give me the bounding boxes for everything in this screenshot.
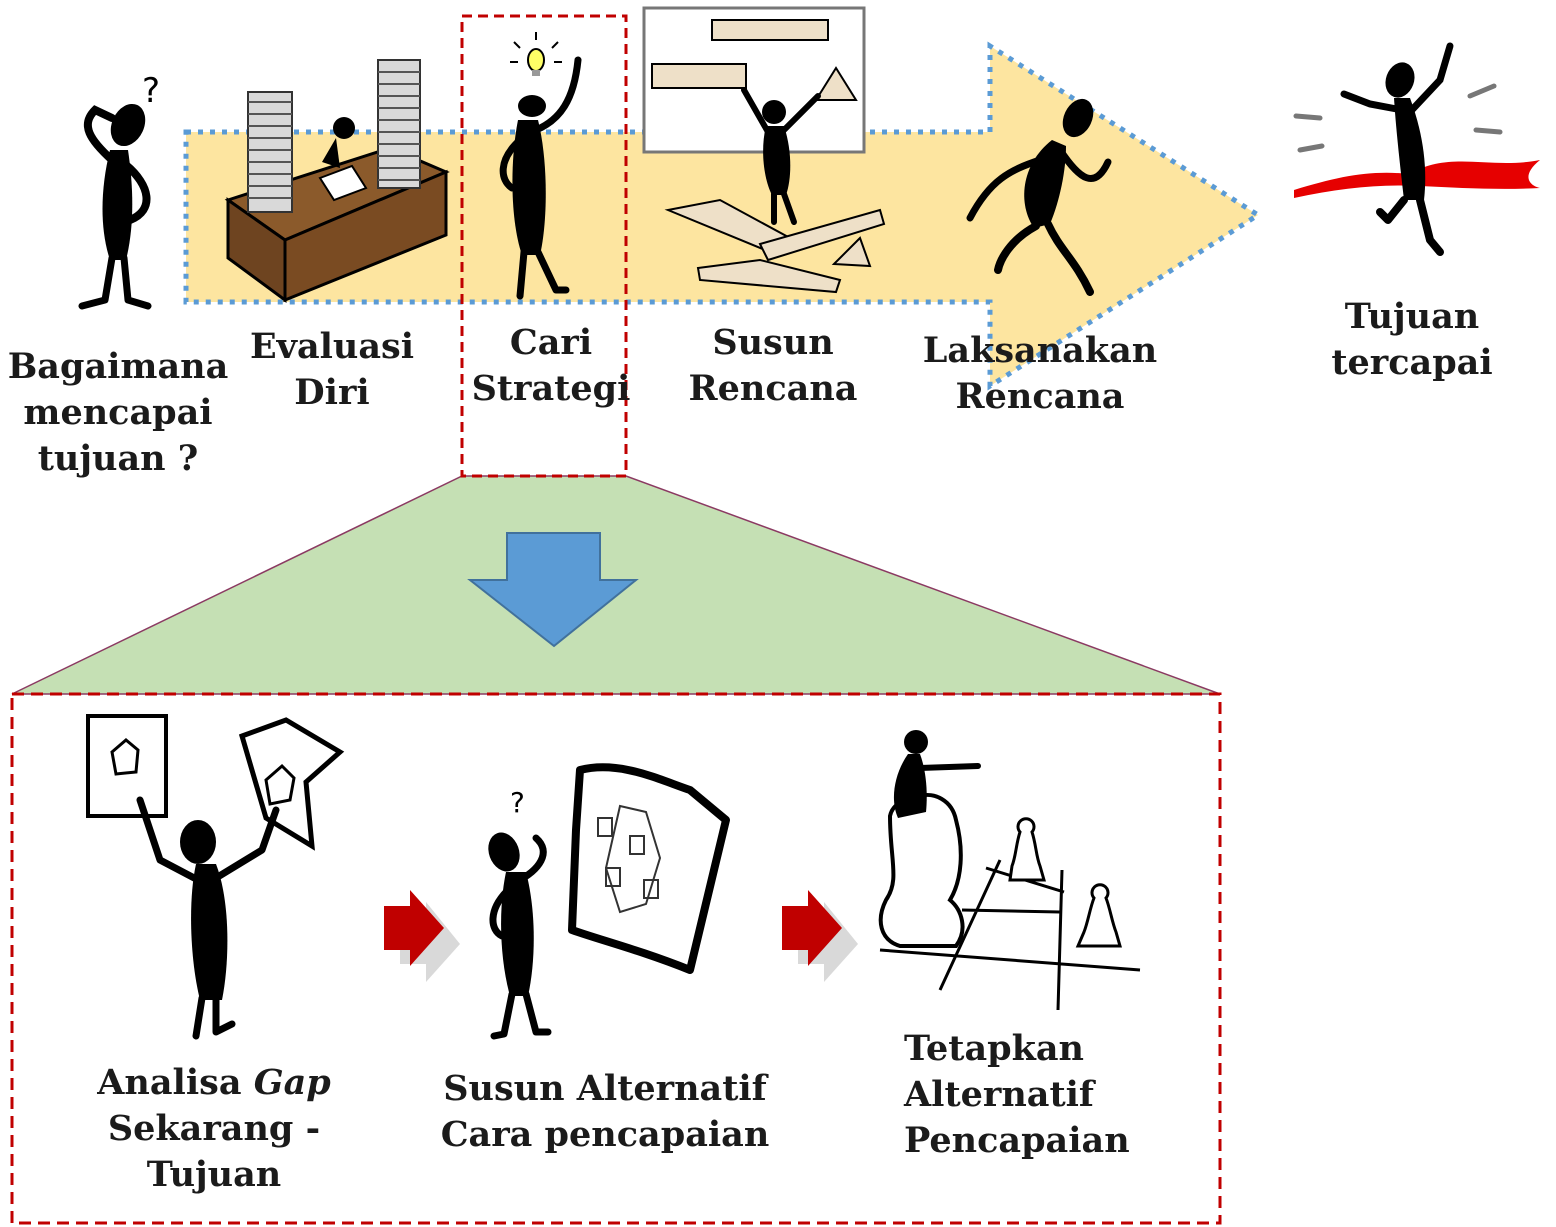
person-on-chess-knight-icon xyxy=(878,730,1141,1011)
step-label-evaluasi: Evaluasi Diri xyxy=(249,326,415,413)
person-with-lightbulb-idea-icon xyxy=(499,32,582,300)
person-crossing-finish-line-icon xyxy=(1293,42,1540,256)
step-label-susun-rencana: Susun Rencana xyxy=(688,322,858,409)
step-label-cari-strategi: Cari Strategi xyxy=(471,322,631,409)
person-thinking-at-map-icon: ? xyxy=(488,763,730,1040)
svg-text:?: ? xyxy=(510,786,525,819)
small-arrow-2 xyxy=(782,890,858,982)
step-label-analisa-gap: Analisa Gap Sekarang - Tujuan xyxy=(97,1062,331,1195)
person-comparing-two-boards-icon xyxy=(86,714,345,1040)
step-label-tetapkan: Tetapkan Alternatif Pencapaian xyxy=(904,1028,1130,1161)
small-arrow-1 xyxy=(384,890,460,982)
step-label-tujuan-tercapai: Tujuan tercapai xyxy=(1331,296,1493,383)
person-at-whiteboard-plan-icon xyxy=(642,6,886,294)
step-label-laksanakan: Laksanakan Rencana xyxy=(922,330,1158,417)
running-person-icon xyxy=(966,98,1112,296)
step-label-bagaimana: Bagaimana mencapai tujuan ? xyxy=(7,346,229,479)
down-arrow xyxy=(467,532,639,648)
thinking-person-icon: ? xyxy=(78,71,160,310)
person-at-desk-with-paper-stacks-icon xyxy=(224,59,450,303)
highlight-box xyxy=(460,14,628,478)
svg-text:?: ? xyxy=(142,71,160,111)
step-label-susun-alternatif: Susun Alternatif Cara pencapaian xyxy=(440,1068,770,1155)
detail-box xyxy=(10,692,1222,1225)
